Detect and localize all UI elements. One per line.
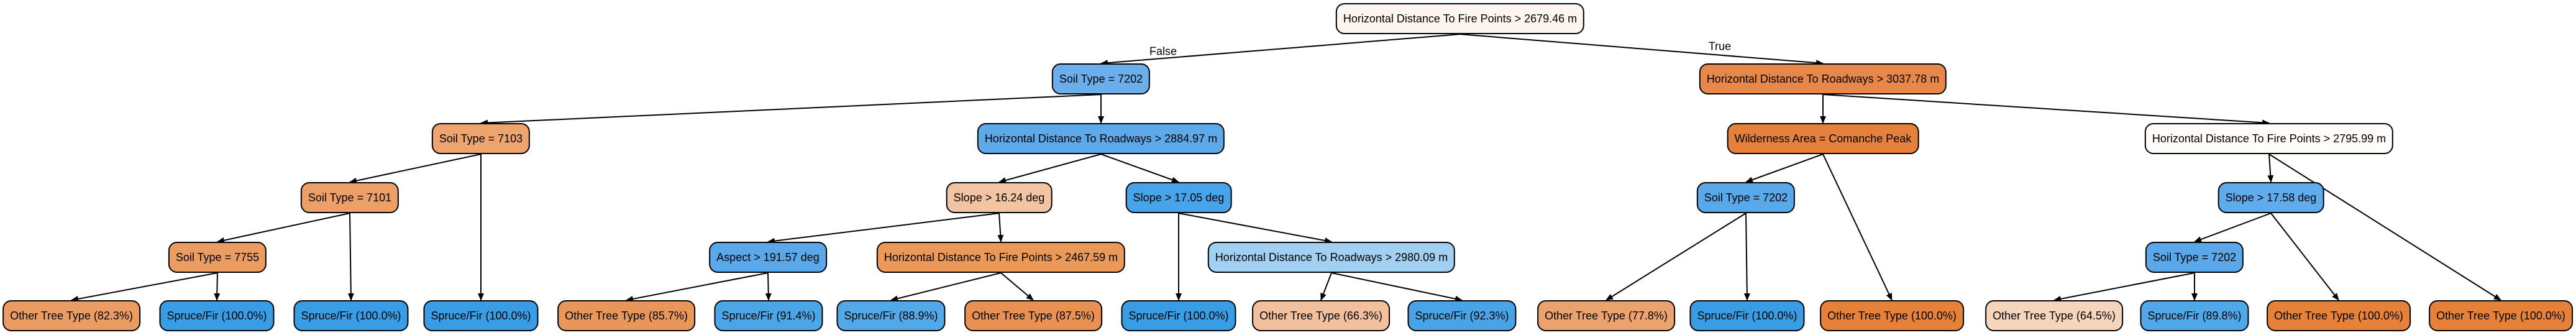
tree-edge — [1459, 34, 1824, 67]
edge-label-true: True — [1708, 40, 1732, 53]
leaf-node: Other Tree Type (100.0%) — [2267, 300, 2411, 331]
tree-edge — [2268, 154, 2501, 301]
tree-edge — [480, 94, 1102, 126]
tree-edge — [2053, 272, 2195, 302]
node-t2a: Wilderness Area = Comanche Peak — [1727, 123, 1919, 154]
leaf-node: Spruce/Fir (91.4%) — [714, 300, 823, 331]
node-f3b: Slope > 16.24 deg — [946, 182, 1053, 213]
node-f4a: Soil Type = 7755 — [168, 242, 267, 273]
tree-edge — [765, 272, 772, 301]
tree-edge — [349, 154, 482, 184]
tree-edge — [997, 213, 1004, 242]
leaf-node: Other Tree Type (64.5%) — [1985, 300, 2123, 331]
tree-edge — [1100, 34, 1461, 67]
tree-edge — [2270, 213, 2339, 301]
leaf-node: Other Tree Type (85.7%) — [557, 300, 695, 331]
leaf-node: Spruce/Fir (100.0%) — [1121, 300, 1236, 331]
leaf-node: Spruce/Fir (88.9%) — [836, 300, 946, 331]
leaf-node: Other Tree Type (82.3%) — [2, 300, 140, 331]
tree-edge — [1822, 154, 1893, 301]
edge-label-false: False — [1149, 45, 1177, 58]
node-t3b: Slope > 17.58 deg — [2217, 182, 2324, 213]
leaf-node: Spruce/Fir (89.8%) — [2140, 300, 2249, 331]
node-f4c: Horizontal Distance To Fire Points > 246… — [876, 242, 1126, 273]
tree-edge — [1331, 272, 1463, 302]
leaf-node: Other Tree Type (77.8%) — [1537, 300, 1675, 331]
tree-edge — [626, 272, 769, 302]
tree-edge — [1100, 154, 1179, 183]
tree-edge — [1000, 272, 1034, 301]
tree-edge — [1822, 94, 2270, 126]
tree-edge — [1178, 213, 1332, 244]
leaf-node: Other Tree Type (66.3%) — [1252, 300, 1390, 331]
node-f3a: Soil Type = 7101 — [300, 182, 400, 213]
node-t1: Horizontal Distance To Roadways > 3037.7… — [1699, 63, 1947, 94]
leaf-node: Spruce/Fir (100.0%) — [293, 300, 409, 331]
node-f1: Soil Type = 7202 — [1051, 63, 1151, 94]
tree-edge — [217, 213, 350, 244]
node-t4a: Soil Type = 7202 — [2145, 242, 2244, 273]
node-f2b: Horizontal Distance To Roadways > 2884.9… — [977, 123, 1225, 154]
tree-edge — [2267, 154, 2274, 183]
node-root: Horizontal Distance To Fire Points > 267… — [1335, 3, 1585, 34]
node-f4d: Horizontal Distance To Roadways > 2980.0… — [1207, 242, 1456, 273]
node-f4b: Aspect > 191.57 deg — [709, 242, 827, 273]
node-t2b: Horizontal Distance To Fire Points > 279… — [2144, 123, 2394, 154]
leaf-node: Spruce/Fir (100.0%) — [423, 300, 539, 331]
tree-edge — [1745, 154, 1824, 183]
tree-edge — [1605, 213, 1747, 301]
leaf-node: Spruce/Fir (92.3%) — [1407, 300, 1517, 331]
leaf-node: Other Tree Type (100.0%) — [2429, 300, 2573, 331]
leaf-node: Other Tree Type (100.0%) — [1820, 300, 1964, 331]
tree-edge — [1743, 213, 1750, 301]
tree-edge — [767, 213, 1000, 244]
tree-edge — [2194, 213, 2272, 242]
node-t3a: Soil Type = 7202 — [1696, 182, 1796, 213]
node-f2a: Soil Type = 7103 — [431, 123, 531, 154]
tree-edge — [998, 154, 1102, 183]
tree-edge — [71, 272, 218, 302]
leaf-node: Spruce/Fir (100.0%) — [1689, 300, 1805, 331]
node-f3c: Slope > 17.05 deg — [1125, 182, 1232, 213]
tree-edge — [347, 213, 354, 301]
tree-edge — [1320, 272, 1332, 301]
tree-edge — [890, 272, 1002, 302]
leaf-node: Other Tree Type (87.5%) — [964, 300, 1102, 331]
leaf-node: Spruce/Fir (100.0%) — [159, 300, 275, 331]
